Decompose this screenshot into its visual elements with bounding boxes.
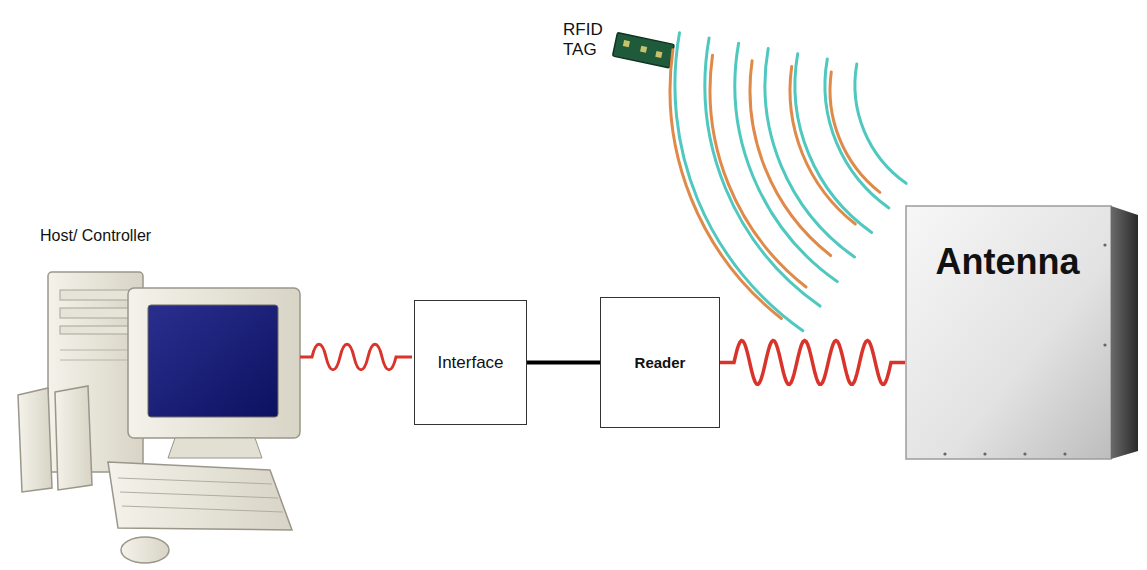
signal-wave (300, 344, 412, 370)
host-label: Host/ Controller (40, 226, 151, 245)
antenna-text-area: Antenna (905, 205, 1110, 283)
radio-waves (670, 33, 906, 331)
node-text: Reader (635, 354, 686, 371)
node-text: Interface (437, 353, 503, 373)
wired-link (527, 361, 600, 365)
signal-wave (720, 341, 905, 385)
reader-box: Reader (600, 297, 720, 428)
computer-illustration (18, 272, 300, 563)
rfid-tag (613, 32, 675, 68)
tag-label: RFID TAG (563, 20, 633, 61)
node-text: Antenna (936, 241, 1080, 283)
antenna-panel: Antenna (905, 205, 1140, 460)
interface-box: Interface (414, 300, 527, 425)
